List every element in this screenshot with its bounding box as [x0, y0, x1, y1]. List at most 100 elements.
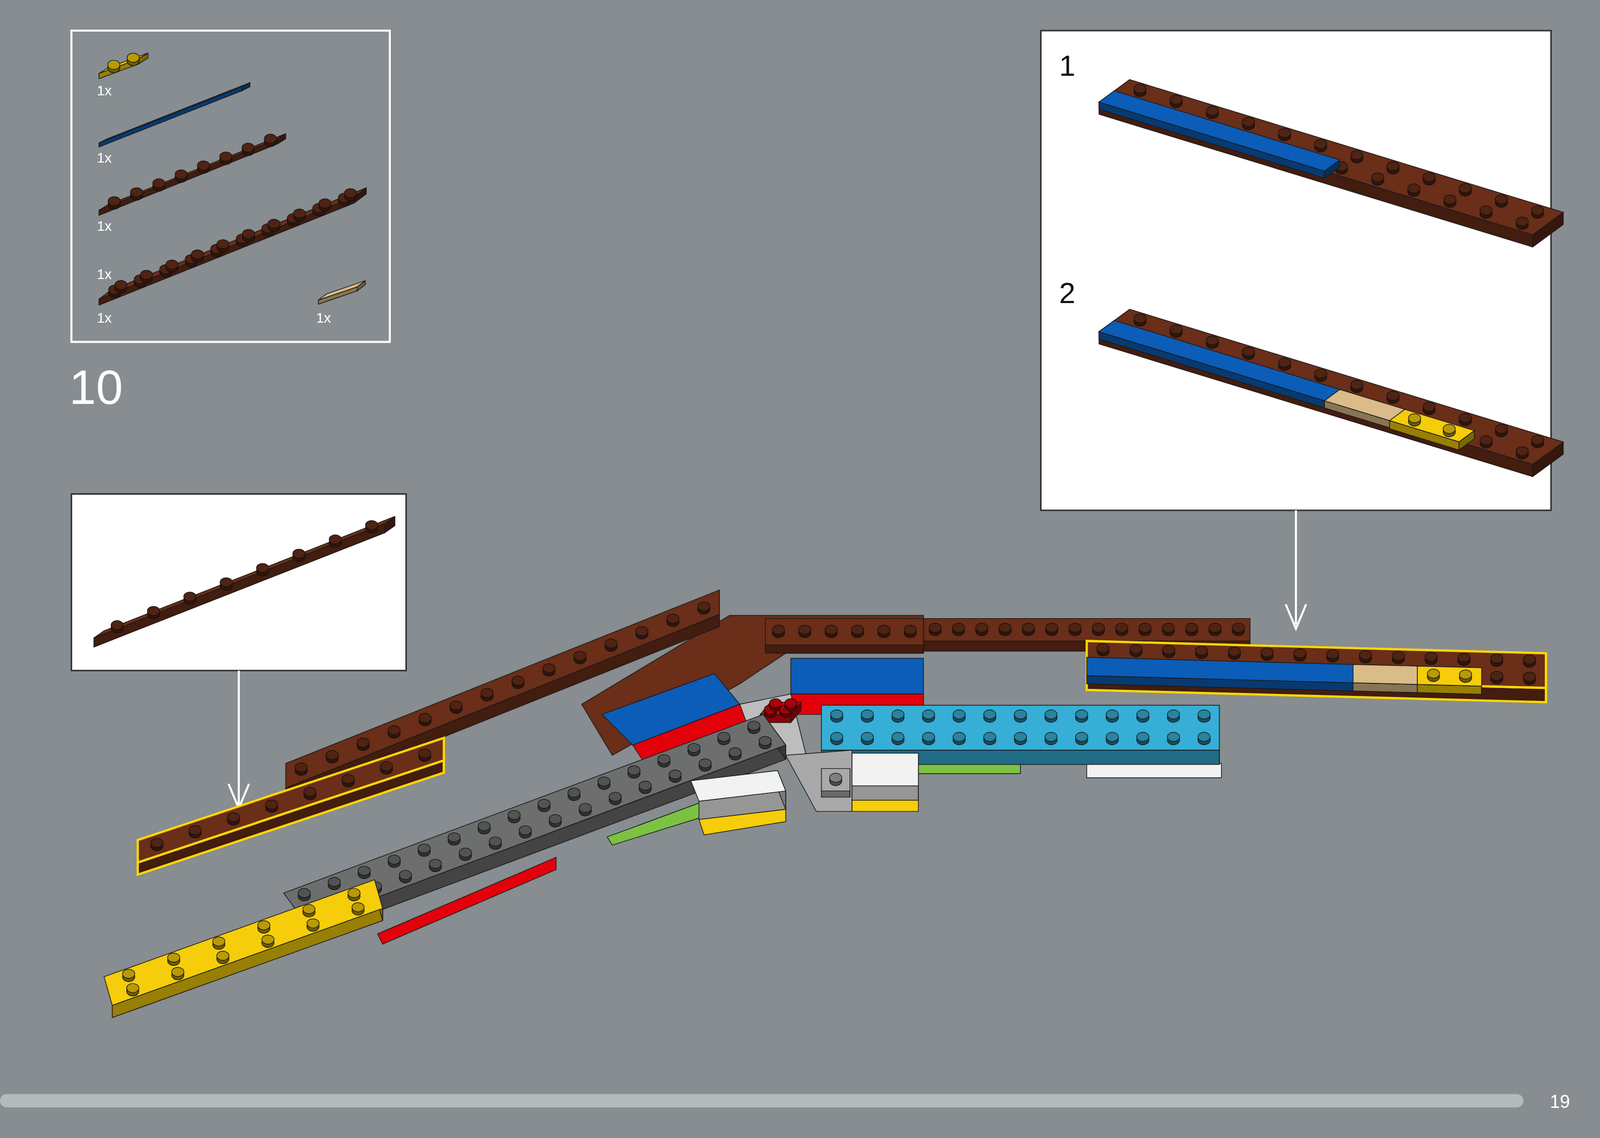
stud-top	[830, 709, 843, 719]
plate-top	[137, 738, 445, 863]
stud-top	[1459, 413, 1472, 423]
stud-top	[328, 877, 341, 887]
brick-face	[790, 658, 924, 694]
stud-top	[1162, 645, 1175, 655]
stud-top	[357, 738, 370, 748]
stud-top	[1133, 313, 1146, 323]
sub-step-box	[1040, 30, 1551, 511]
plate-top	[821, 768, 850, 792]
plate-top	[1098, 90, 1340, 172]
stud-top	[256, 563, 269, 573]
sub-step-box	[71, 493, 406, 671]
stud-top	[264, 133, 277, 143]
stud-top	[824, 625, 837, 635]
stud-top	[304, 787, 317, 797]
stud-top	[666, 614, 679, 624]
stud-top	[1106, 732, 1119, 742]
stud-top	[257, 920, 270, 930]
stud-top	[922, 709, 935, 719]
stud-top	[1359, 650, 1372, 660]
stud-top	[1096, 643, 1109, 653]
stud-top	[329, 534, 342, 544]
stud-top	[1045, 623, 1058, 633]
stud-top	[953, 732, 966, 742]
stud-top	[1198, 709, 1211, 719]
stud-top	[265, 799, 278, 809]
stud-top	[1495, 194, 1508, 204]
stud-top	[861, 732, 874, 742]
stud-top	[1129, 644, 1142, 654]
stud-top	[227, 812, 240, 822]
stud-top	[1242, 117, 1255, 127]
stud-top	[342, 774, 355, 784]
plate-side	[765, 645, 924, 654]
stud-top	[241, 142, 254, 153]
stud-top	[126, 983, 139, 993]
stud-top	[1278, 128, 1291, 138]
stud-top	[1185, 623, 1198, 633]
stud-top	[1133, 84, 1146, 94]
stud-top	[358, 865, 371, 876]
stud-top	[183, 592, 196, 602]
stud-top	[1407, 183, 1420, 193]
stud-top	[130, 187, 143, 197]
stud-top	[1386, 391, 1399, 401]
quantity-label: 1x	[96, 267, 112, 282]
stud-top	[1092, 623, 1105, 633]
stud-top	[830, 732, 843, 742]
stud-top	[380, 761, 393, 771]
stud-top	[1350, 380, 1363, 390]
plate-side	[821, 790, 850, 797]
stud-top	[1014, 732, 1027, 742]
stud-top	[216, 951, 229, 961]
stud-top	[952, 623, 965, 633]
stud-top	[892, 732, 905, 742]
stud-top	[107, 60, 120, 70]
stud-top	[537, 799, 550, 809]
stud-top	[1490, 671, 1503, 681]
stud-top	[507, 810, 520, 820]
stud-top	[1371, 172, 1384, 182]
stud-top	[657, 754, 670, 764]
stud-top	[1278, 357, 1291, 367]
stud-top	[481, 688, 494, 698]
stud-top	[197, 161, 210, 171]
stud-top	[1170, 324, 1183, 334]
stud-top	[1314, 139, 1327, 149]
stud-top	[387, 725, 400, 735]
stud-top	[983, 732, 996, 742]
stud-top	[998, 623, 1011, 633]
stud-top	[1350, 150, 1363, 160]
stud-top	[189, 825, 202, 835]
stud-top	[114, 280, 127, 290]
stud-top	[1075, 709, 1088, 719]
stud-top	[1228, 646, 1241, 656]
stud-top	[1170, 95, 1183, 105]
stud-top	[242, 229, 255, 239]
stud-top	[1106, 709, 1119, 719]
brick-face	[698, 809, 786, 835]
plate-top	[765, 618, 924, 646]
stud-top	[769, 698, 782, 708]
stud-top	[1459, 183, 1472, 193]
plate-side	[93, 523, 385, 647]
plate-top	[690, 770, 786, 802]
stud-top	[983, 709, 996, 719]
stud-top	[429, 858, 442, 868]
stud-top	[1022, 623, 1035, 633]
stud-top	[1442, 424, 1456, 434]
stud-top	[319, 198, 332, 208]
plate-top	[1353, 664, 1418, 685]
stud-top	[511, 675, 524, 685]
stud-top	[344, 188, 357, 198]
stud-top	[747, 720, 760, 731]
stud-top	[975, 623, 988, 633]
stud-top	[1208, 623, 1221, 633]
stud-top	[798, 625, 811, 635]
stud-top	[605, 638, 618, 648]
stud-top	[1014, 709, 1027, 719]
stud-top	[1293, 648, 1306, 658]
plate-side	[1098, 101, 1533, 247]
stud-top	[1045, 732, 1058, 742]
stud-top	[573, 651, 587, 661]
